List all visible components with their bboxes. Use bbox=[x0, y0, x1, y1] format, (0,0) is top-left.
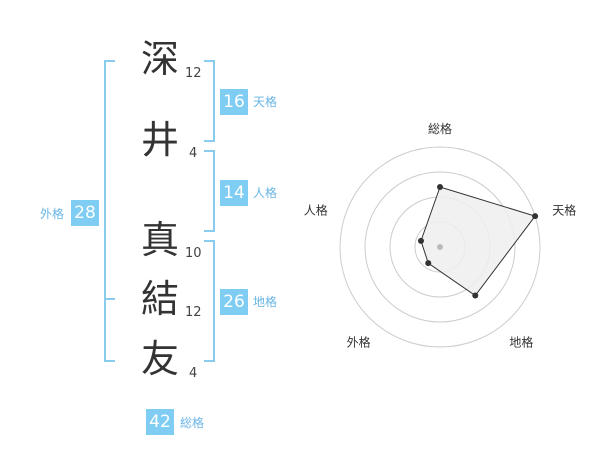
gaikaku-label: 外格 bbox=[40, 207, 65, 221]
tenkaku-label: 天格 bbox=[253, 95, 278, 109]
radar-point bbox=[532, 213, 539, 220]
chikaku-bracket bbox=[204, 240, 215, 362]
radar-point bbox=[437, 184, 443, 190]
soukaku-label: 総格 bbox=[180, 416, 205, 430]
jinkaku-bracket bbox=[204, 150, 215, 232]
name-char-5: 友 bbox=[141, 337, 180, 381]
soukaku-badge: 42 bbox=[146, 409, 174, 435]
chikaku-label: 地格 bbox=[253, 295, 278, 309]
radar-axis-label: 地格 bbox=[509, 334, 533, 349]
tenkaku-badge: 16 bbox=[220, 89, 248, 115]
radar-axis-label: 外格 bbox=[347, 334, 371, 349]
radar-grid-ring bbox=[339, 146, 541, 348]
stroke-count-5: 4 bbox=[189, 366, 198, 381]
stroke-count-4: 12 bbox=[185, 305, 202, 320]
radar-point bbox=[472, 292, 479, 299]
name-char-4: 結 bbox=[141, 277, 180, 321]
radar-axis-label: 人格 bbox=[304, 203, 328, 218]
radar-axis-label: 総格 bbox=[428, 121, 452, 136]
gaikaku-bracket bbox=[104, 60, 115, 362]
gaikaku-badge: 28 bbox=[71, 200, 99, 226]
radar-point bbox=[425, 260, 432, 267]
stroke-count-1: 12 bbox=[185, 66, 202, 81]
stroke-count-2: 4 bbox=[189, 146, 198, 161]
jinkaku-badge: 14 bbox=[220, 180, 248, 206]
chikaku-badge: 26 bbox=[220, 289, 248, 315]
radar-grid-ring bbox=[364, 171, 516, 323]
gaikaku-bracket-tick bbox=[104, 298, 115, 300]
name-char-3: 真 bbox=[141, 218, 180, 262]
radar-center-dot bbox=[437, 244, 443, 250]
radar-point bbox=[417, 237, 424, 244]
jinkaku-label: 人格 bbox=[253, 186, 278, 200]
radar-area bbox=[420, 186, 536, 297]
tenkaku-bracket bbox=[204, 60, 215, 142]
radar-axis-label: 天格 bbox=[552, 203, 576, 218]
name-char-2: 井 bbox=[141, 118, 180, 162]
stroke-count-3: 10 bbox=[185, 246, 202, 261]
name-char-1: 深 bbox=[141, 37, 180, 81]
